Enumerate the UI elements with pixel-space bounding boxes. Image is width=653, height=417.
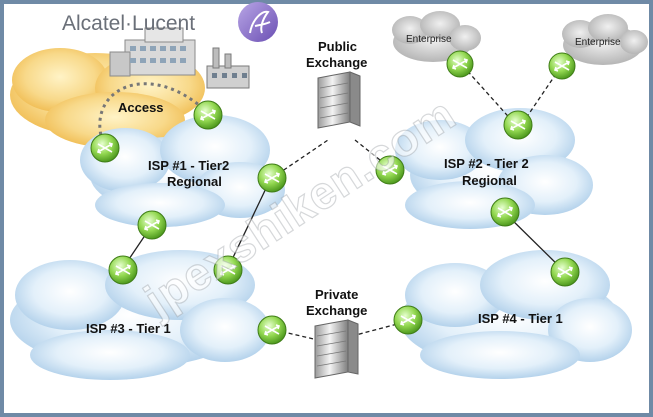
link-enterprise-left-isp2 <box>462 65 516 125</box>
router-icon-isp2-west <box>375 155 405 185</box>
access-label: Access <box>118 100 164 115</box>
brand-logo-text: Alcatel·Lucent <box>62 12 195 35</box>
isp2-cloud <box>395 108 593 229</box>
enterprise-cloud-right <box>562 14 648 65</box>
isp2-label-line2: Regional <box>462 173 517 188</box>
enterprise-left-label: Enterprise <box>406 34 452 45</box>
router-icon-isp3-north-left <box>108 255 138 285</box>
enterprise-right-label: Enterprise <box>575 37 621 48</box>
router-icon-isp4-west <box>393 305 423 335</box>
private-exchange-label-line1: Private <box>315 287 358 302</box>
router-icon-isp2-south <box>490 197 520 227</box>
isp1-cloud <box>80 115 285 227</box>
isp3-cloud <box>10 250 270 380</box>
isp2-label-line1: ISP #2 - Tier 2 <box>444 156 529 171</box>
router-icon-access-right <box>193 100 223 130</box>
isp4-label: ISP #4 - Tier 1 <box>478 311 563 326</box>
link-isp1-isp3-right <box>227 179 271 269</box>
router-icon-isp4-north <box>550 257 580 287</box>
router-icon-isp3-north-right <box>213 255 243 285</box>
router-icon-enterprise-left <box>446 50 474 78</box>
router-icon-access-left <box>90 133 120 163</box>
isp4-cloud <box>400 250 632 379</box>
link-enterprise-right-isp2 <box>521 67 561 125</box>
private-exchange-server-icon <box>314 319 359 379</box>
access-loop-link <box>98 82 212 149</box>
isp1-label-line2: Regional <box>167 174 222 189</box>
router-icon-isp3-east <box>257 315 287 345</box>
factory-icon <box>206 47 250 89</box>
office-building-icon <box>109 27 196 77</box>
link-isp1-public <box>271 139 329 179</box>
router-icon-isp1-south <box>137 210 167 240</box>
public-exchange-label-line2: Exchange <box>306 55 367 70</box>
public-exchange-label-line1: Public <box>318 39 357 54</box>
private-exchange-label-line2: Exchange <box>306 303 367 318</box>
enterprise-cloud-left <box>392 11 481 62</box>
isp3-label: ISP #3 - Tier 1 <box>86 321 171 336</box>
router-icon-isp1-east <box>257 163 287 193</box>
isp1-label-line1: ISP #1 - Tier2 <box>148 158 229 173</box>
alcatel-lucent-logo-icon <box>238 2 278 42</box>
public-exchange-server-icon <box>317 71 361 129</box>
router-icon-enterprise-right <box>548 52 576 80</box>
router-icon-isp2-north <box>503 110 533 140</box>
routers <box>90 50 580 345</box>
